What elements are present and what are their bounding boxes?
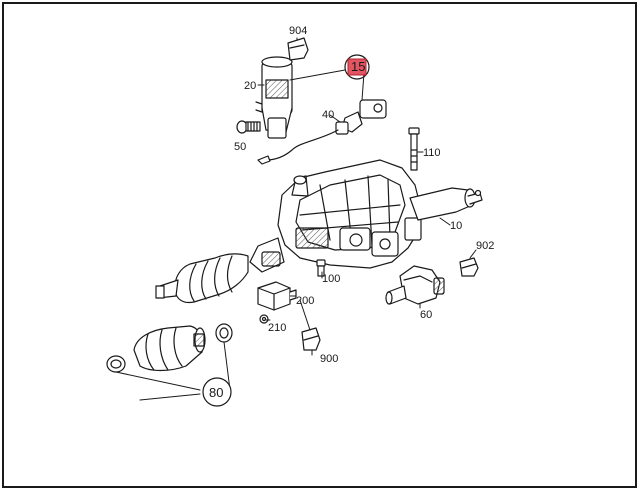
label-200[interactable]: 200: [296, 295, 314, 307]
part-904-connector: [287, 37, 309, 61]
part-200-module: [257, 281, 297, 311]
part-60-motor: [385, 265, 445, 305]
callout-15-highlight: [347, 58, 367, 76]
part-80-boot-kit: [106, 323, 233, 373]
label-80[interactable]: 80: [209, 385, 223, 400]
part-902-connector: [459, 257, 479, 277]
label-902[interactable]: 902: [476, 240, 494, 252]
intermediate-shaft-boot: [155, 253, 249, 304]
label-110[interactable]: 110: [423, 147, 441, 159]
label-900[interactable]: 900: [320, 353, 338, 365]
leader-lines: [115, 37, 477, 401]
part-15-switch-assembly: [257, 99, 387, 165]
part-20-actuator: [255, 56, 293, 139]
label-15[interactable]: 15: [351, 59, 365, 74]
part-900-connector: [301, 327, 321, 351]
part-100-bolt: [316, 259, 326, 277]
part-110-bolt: [408, 127, 420, 171]
label-40[interactable]: 40: [322, 109, 334, 121]
label-20[interactable]: 20: [244, 80, 256, 92]
label-904[interactable]: 904: [289, 25, 307, 37]
steering-column-assembly: [249, 159, 483, 273]
part-50-screw: [236, 120, 261, 134]
label-10[interactable]: 10: [450, 220, 462, 232]
label-210[interactable]: 210: [268, 322, 286, 334]
part-210-nut: [259, 314, 269, 324]
label-50[interactable]: 50: [234, 141, 246, 153]
label-100[interactable]: 100: [322, 273, 340, 285]
callout-80-badge[interactable]: [202, 377, 232, 407]
callout-15-badge[interactable]: [344, 54, 370, 80]
label-60[interactable]: 60: [420, 309, 432, 321]
